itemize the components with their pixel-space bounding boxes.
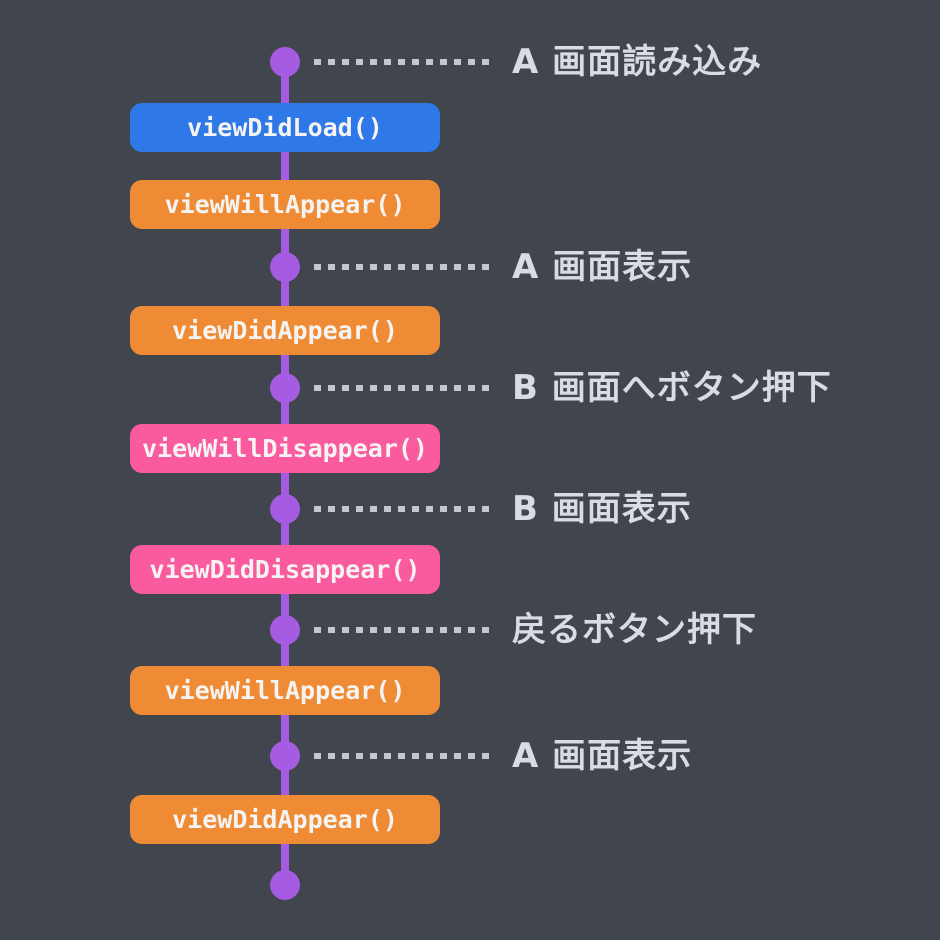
method-box-viewdidload: viewDidLoad() [130, 103, 440, 152]
event-label: A 画面表示 [512, 247, 693, 287]
method-box-viewdidappear-2: viewDidAppear() [130, 795, 440, 844]
method-box-viewwillappear-2: viewWillAppear() [130, 666, 440, 715]
timeline-dot [270, 615, 300, 645]
method-label: viewDidAppear() [172, 805, 398, 834]
method-label: viewWillAppear() [164, 190, 406, 219]
method-label: viewDidAppear() [172, 316, 398, 345]
method-box-viewwilldisappear: viewWillDisappear() [130, 424, 440, 473]
timeline-event-screen-a-shown: A 画面表示 [270, 250, 692, 284]
timeline-dot [270, 870, 300, 900]
method-box-viewdiddisappear: viewDidDisappear() [130, 545, 440, 594]
timeline-end-dot [270, 870, 300, 900]
timeline-dot [270, 47, 300, 77]
timeline-event-back-button: 戻るボタン押下 [270, 613, 757, 647]
dotted-connector [314, 385, 490, 391]
timeline-dot [270, 252, 300, 282]
timeline-event-screen-a-shown-again: A 画面表示 [270, 739, 692, 773]
event-label: 戻るボタン押下 [512, 610, 757, 650]
dotted-connector [314, 264, 490, 270]
method-box-viewwillappear-1: viewWillAppear() [130, 180, 440, 229]
dotted-connector [314, 506, 490, 512]
timeline-dot [270, 373, 300, 403]
timeline-line [281, 62, 289, 885]
method-label: viewWillDisappear() [142, 434, 428, 463]
timeline-event-screen-b-shown: B 画面表示 [270, 492, 692, 526]
timeline-dot [270, 741, 300, 771]
timeline-event-screen-a-load: A 画面読み込み [270, 45, 762, 79]
method-label: viewWillAppear() [164, 676, 406, 705]
dotted-connector [314, 59, 490, 65]
timeline-event-button-to-screen-b: B 画面へボタン押下 [270, 371, 832, 405]
dotted-connector [314, 627, 490, 633]
method-label: viewDidDisappear() [149, 555, 421, 584]
event-label: A 画面読み込み [512, 42, 763, 82]
timeline-dot [270, 494, 300, 524]
dotted-connector [314, 753, 490, 759]
method-label: viewDidLoad() [187, 113, 383, 142]
event-label: B 画面へボタン押下 [512, 368, 832, 408]
event-label: A 画面表示 [512, 736, 693, 776]
event-label: B 画面表示 [512, 489, 692, 529]
method-box-viewdidappear-1: viewDidAppear() [130, 306, 440, 355]
